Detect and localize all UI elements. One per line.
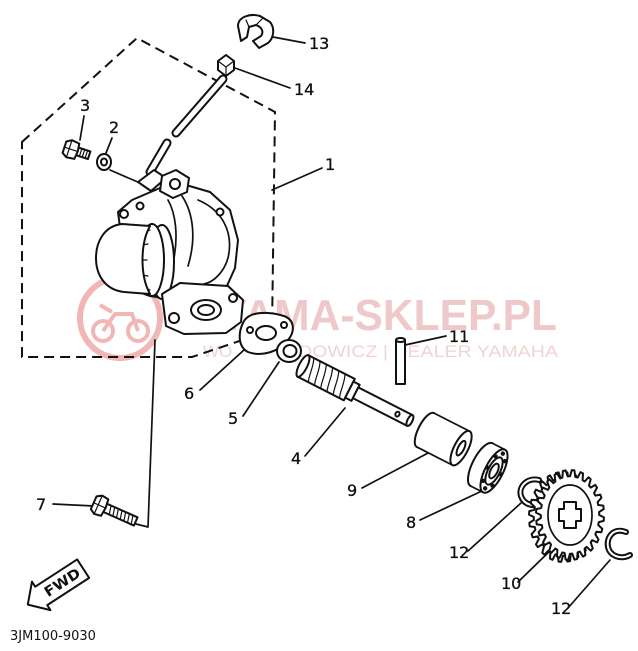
callout-9: 9 (347, 481, 357, 500)
callout-5: 5 (228, 409, 238, 428)
leader-line-11 (404, 335, 447, 346)
callout-2: 2 (109, 118, 119, 137)
callout-labels: 13 14 3 2 1 11 6 5 4 9 8 12 10 12 7 (36, 34, 572, 618)
part-3-bolt (61, 139, 92, 161)
leader-line-9 (361, 451, 431, 489)
callout-11: 11 (449, 327, 469, 346)
leader-line-6 (199, 349, 245, 391)
leader-line-1 (271, 167, 323, 191)
callout-7: 7 (36, 495, 46, 514)
part-9-bushing (413, 411, 473, 467)
part-14-collar (217, 54, 235, 77)
part-8-bearing (466, 441, 509, 494)
leader-line-8 (419, 489, 485, 521)
watermark-subtitle-right: DOWICZ | DEALER YAMAHA (298, 342, 559, 361)
leader-line-13 (272, 36, 306, 44)
part-2-washer (96, 153, 112, 171)
part-5-seal (276, 339, 302, 363)
leader-line-7 (52, 503, 95, 507)
part-12-circlip-b (604, 527, 633, 561)
figure-code: 3JM100-9030 (10, 629, 96, 644)
leader-line-2 (105, 137, 113, 154)
part-10-gear (528, 469, 605, 563)
callout-10: 10 (501, 574, 521, 593)
callout-4: 4 (291, 449, 301, 468)
callout-3: 3 (80, 96, 90, 115)
pump-dome-cap (95, 223, 151, 295)
washer-to-pump-line (109, 169, 141, 184)
leader-line-12a (467, 502, 522, 552)
leader-line-3 (79, 115, 85, 141)
bolt-7-mounting-line (135, 339, 156, 528)
part-4-worm-shaft (295, 354, 415, 427)
part-7-bolt (89, 494, 139, 527)
callout-6: 6 (184, 384, 194, 403)
shaft-pin-hole (394, 410, 401, 418)
leader-line-4 (304, 407, 346, 457)
callout-1: 1 (325, 155, 335, 174)
arrow-left-icon (26, 558, 91, 612)
gear-keyed-hub-hole (558, 501, 582, 529)
leader-lines (52, 36, 611, 609)
part-13-clip (237, 14, 275, 49)
part-1-pump-body (95, 169, 244, 335)
callout-12-second: 12 (551, 599, 571, 618)
callout-8: 8 (406, 513, 416, 532)
bearing-balls (480, 451, 508, 491)
leader-line-12b (567, 559, 611, 609)
leader-line-10 (517, 547, 554, 583)
callout-13: 13 (309, 34, 329, 53)
callout-12-first: 12 (449, 543, 469, 562)
callout-14: 14 (294, 80, 314, 99)
leader-line-14 (234, 67, 291, 89)
leader-line-5 (242, 361, 280, 417)
pump-control-rod (145, 74, 228, 177)
part-11-pin (395, 337, 406, 385)
